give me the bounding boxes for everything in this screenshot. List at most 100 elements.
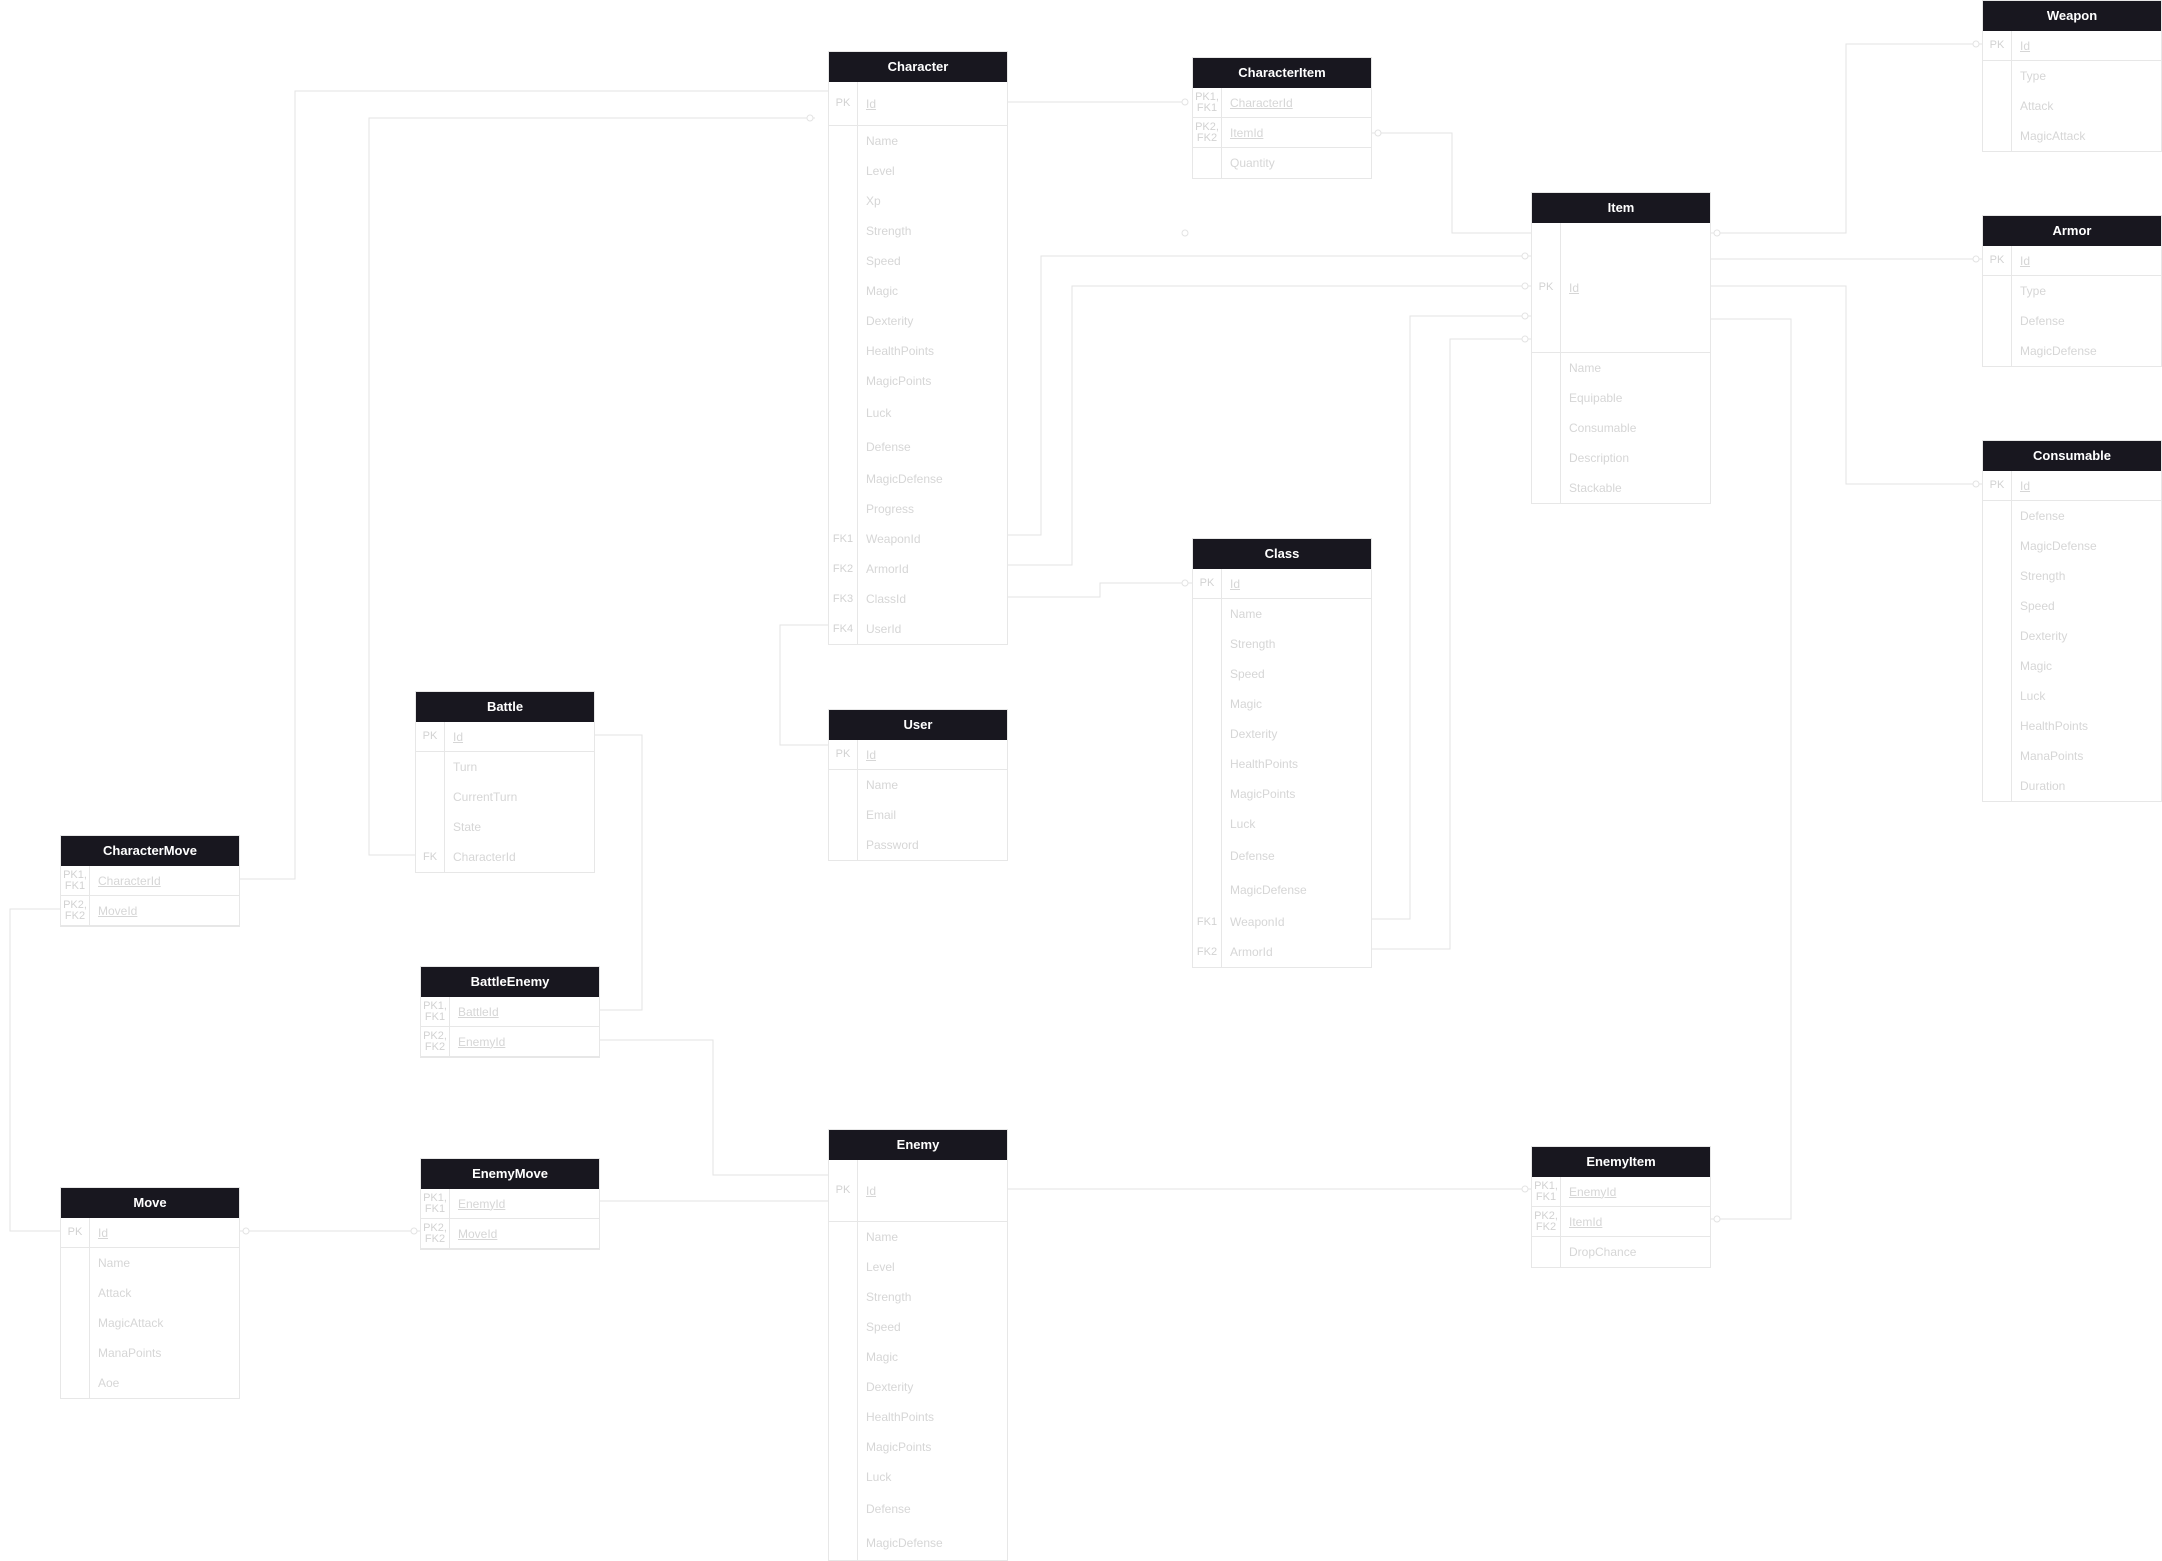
- field-row[interactable]: Strength: [829, 1282, 1007, 1312]
- field-row[interactable]: Email: [829, 800, 1007, 830]
- field-row[interactable]: CurrentTurn: [416, 782, 594, 812]
- field-row[interactable]: Attack: [61, 1278, 239, 1308]
- field-row[interactable]: MagicDefense: [1983, 531, 2161, 561]
- field-row[interactable]: Duration: [1983, 771, 2161, 801]
- field-row[interactable]: HealthPoints: [1193, 749, 1371, 779]
- field-row[interactable]: Luck: [1983, 681, 2161, 711]
- field-row[interactable]: Quantity: [1193, 148, 1371, 178]
- field-row[interactable]: Dexterity: [829, 306, 1007, 336]
- field-row[interactable]: Luck: [1193, 809, 1371, 839]
- field-row[interactable]: ManaPoints: [1983, 741, 2161, 771]
- field-row[interactable]: Speed: [829, 1312, 1007, 1342]
- field-row[interactable]: MagicDefense: [829, 1526, 1007, 1560]
- field-row[interactable]: MagicDefense: [1983, 336, 2161, 366]
- field-row[interactable]: Strength: [829, 216, 1007, 246]
- field-row[interactable]: Name: [829, 1222, 1007, 1252]
- field-row[interactable]: Luck: [829, 1462, 1007, 1492]
- field-row[interactable]: Dexterity: [829, 1372, 1007, 1402]
- field-row[interactable]: Dexterity: [1193, 719, 1371, 749]
- field-row[interactable]: Magic: [1983, 651, 2161, 681]
- field-row[interactable]: MagicPoints: [1193, 779, 1371, 809]
- field-row[interactable]: Turn: [416, 752, 594, 782]
- field-row[interactable]: MagicPoints: [829, 366, 1007, 396]
- field-row[interactable]: Strength: [1983, 561, 2161, 591]
- field-row[interactable]: Magic: [829, 1342, 1007, 1372]
- field-row[interactable]: Xp: [829, 186, 1007, 216]
- field-row[interactable]: State: [416, 812, 594, 842]
- field-row[interactable]: Dexterity: [1983, 621, 2161, 651]
- field-row[interactable]: Level: [829, 156, 1007, 186]
- field-row[interactable]: Name: [61, 1248, 239, 1278]
- field-row[interactable]: Progress: [829, 494, 1007, 524]
- field-row[interactable]: Name: [829, 770, 1007, 800]
- field-row[interactable]: Luck: [829, 396, 1007, 430]
- field-row[interactable]: MagicDefense: [1193, 873, 1371, 907]
- field-row[interactable]: Consumable: [1532, 413, 1710, 443]
- field-row[interactable]: HealthPoints: [1983, 711, 2161, 741]
- field-row[interactable]: HealthPoints: [829, 336, 1007, 366]
- field-row[interactable]: MagicAttack: [1983, 121, 2161, 151]
- field-row[interactable]: Defense: [829, 430, 1007, 464]
- field-row[interactable]: HealthPoints: [829, 1402, 1007, 1432]
- field-row[interactable]: Description: [1532, 443, 1710, 473]
- field-row[interactable]: Name: [1193, 599, 1371, 629]
- field-row[interactable]: Defense: [1193, 839, 1371, 873]
- field-row[interactable]: DropChance: [1532, 1237, 1710, 1267]
- field-row[interactable]: Speed: [1983, 591, 2161, 621]
- field-row[interactable]: Defense: [1983, 501, 2161, 531]
- field-row[interactable]: ManaPoints: [61, 1338, 239, 1368]
- field-row[interactable]: Type: [1983, 276, 2161, 306]
- field-row[interactable]: Speed: [1193, 659, 1371, 689]
- field-row[interactable]: MagicDefense: [829, 464, 1007, 494]
- field-row[interactable]: Type: [1983, 61, 2161, 91]
- field-row[interactable]: Equipable: [1532, 383, 1710, 413]
- field-row[interactable]: Password: [829, 830, 1007, 860]
- field-row[interactable]: Magic: [1193, 689, 1371, 719]
- field-row[interactable]: MagicPoints: [829, 1432, 1007, 1462]
- field-row[interactable]: Level: [829, 1252, 1007, 1282]
- field-row[interactable]: Magic: [829, 276, 1007, 306]
- field-row[interactable]: Defense: [829, 1492, 1007, 1526]
- field-row[interactable]: Defense: [1983, 306, 2161, 336]
- field-row[interactable]: MagicAttack: [61, 1308, 239, 1338]
